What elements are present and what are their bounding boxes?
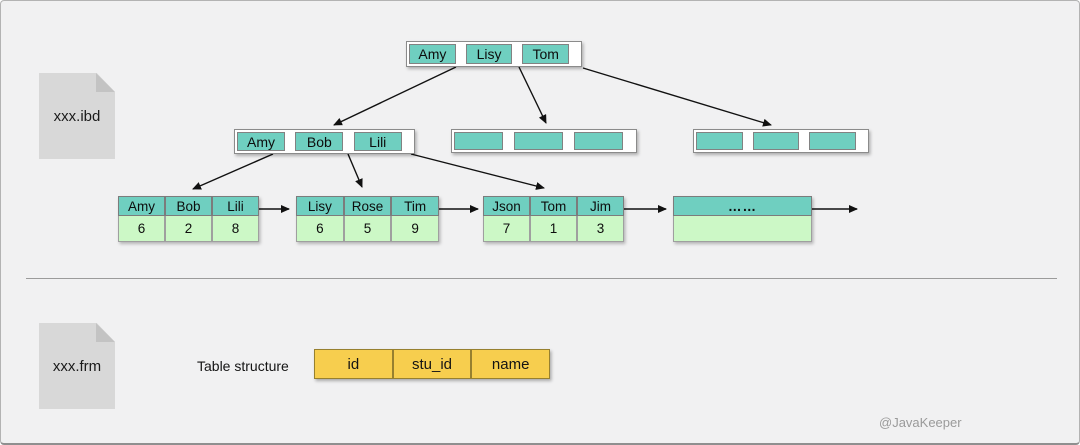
- key-cell: [809, 132, 857, 150]
- section-divider: [26, 278, 1057, 279]
- table-column-id: id: [314, 349, 393, 379]
- key-cell: Tom: [522, 44, 570, 64]
- arrow-internal-to-leaf1: [192, 153, 274, 190]
- pointer-cell: [569, 44, 580, 64]
- file-icon-ibd: xxx.ibd: [39, 73, 115, 159]
- leaf-value-cell: 2: [165, 216, 212, 242]
- leaf-value-cell: 6: [296, 216, 344, 242]
- leaf-key-cell: Amy: [118, 196, 165, 216]
- arrow-root-to-left: [333, 66, 457, 126]
- leaf-value-cell: 7: [483, 216, 530, 242]
- pointer-cell: [742, 132, 753, 150]
- arrow-internal-to-leaf2: [347, 153, 363, 188]
- pointer-cell: [401, 132, 413, 151]
- leaf-key-cell: Lili: [212, 196, 259, 216]
- leaf-value-cell: 3: [577, 216, 624, 242]
- btree-root-node: Amy Lisy Tom: [406, 41, 582, 67]
- btree-internal-node-middle: [451, 129, 637, 153]
- leaf-node-1: Amy Bob Lili 6 2 8: [118, 196, 259, 242]
- arrow-internal-to-leaf3: [410, 153, 545, 190]
- key-cell: Lisy: [465, 44, 513, 64]
- leaf-key-cell: Bob: [165, 196, 212, 216]
- pointer-cell: [503, 132, 514, 150]
- pointer-cell: [343, 132, 354, 151]
- key-cell: [454, 132, 504, 150]
- key-cell: [696, 132, 743, 150]
- key-cell: Amy: [409, 44, 456, 64]
- leaf-key-cell: Lisy: [296, 196, 344, 216]
- page-fold-icon: [96, 323, 115, 342]
- pointer-cell: [623, 132, 634, 150]
- leaf-value-cell: 9: [391, 216, 440, 242]
- key-cell: [574, 132, 624, 150]
- pointer-cell: [455, 44, 466, 64]
- leaf-key-cell: Tom: [530, 196, 577, 216]
- key-cell: Bob: [295, 132, 344, 151]
- arrow-root-to-middle: [518, 66, 547, 124]
- key-cell: Lili: [353, 132, 402, 151]
- table-column-stu-id: stu_id: [392, 349, 472, 379]
- btree-internal-node-right: [693, 129, 869, 153]
- file-icon-frm: xxx.frm: [39, 323, 115, 409]
- leaf-key-cell: Jim: [577, 196, 624, 216]
- arrow-root-to-right: [582, 67, 772, 127]
- file-label-ibd: xxx.ibd: [53, 107, 101, 125]
- leaf-value-cell: 1: [530, 216, 577, 242]
- leaf-value-cell: 6: [118, 216, 165, 242]
- leaf-value-cell: [673, 216, 812, 242]
- table-structure-row: id stu_id name: [314, 349, 551, 379]
- key-cell: Amy: [237, 132, 286, 151]
- btree-internal-node-left: Amy Bob Lili: [234, 129, 415, 154]
- key-cell: [752, 132, 800, 150]
- leaf-value-cell: 8: [212, 216, 259, 242]
- key-cell: [514, 132, 564, 150]
- leaf-node-3: Json Tom Jim 7 1 3: [483, 196, 624, 242]
- page-fold-icon: [96, 73, 115, 92]
- leaf-node-2: Lisy Rose Tim 6 5 9: [296, 196, 440, 242]
- leaf-key-cell: Rose: [343, 196, 392, 216]
- file-label-frm: xxx.frm: [52, 357, 102, 375]
- table-column-name: name: [471, 349, 551, 379]
- leaf-ellipsis-cell: ……: [673, 196, 812, 216]
- pointer-cell: [799, 132, 810, 150]
- leaf-value-cell: 5: [343, 216, 392, 242]
- leaf-key-cell: Tim: [391, 196, 440, 216]
- pointer-cell: [285, 132, 296, 151]
- pointer-cell: [563, 132, 574, 150]
- leaf-node-ellipsis: ……: [673, 196, 812, 242]
- watermark: @JavaKeeper: [879, 415, 962, 430]
- pointer-cell: [512, 44, 523, 64]
- table-structure-label: Table structure: [197, 358, 289, 374]
- pointer-cell: [856, 132, 867, 150]
- leaf-key-cell: Json: [483, 196, 530, 216]
